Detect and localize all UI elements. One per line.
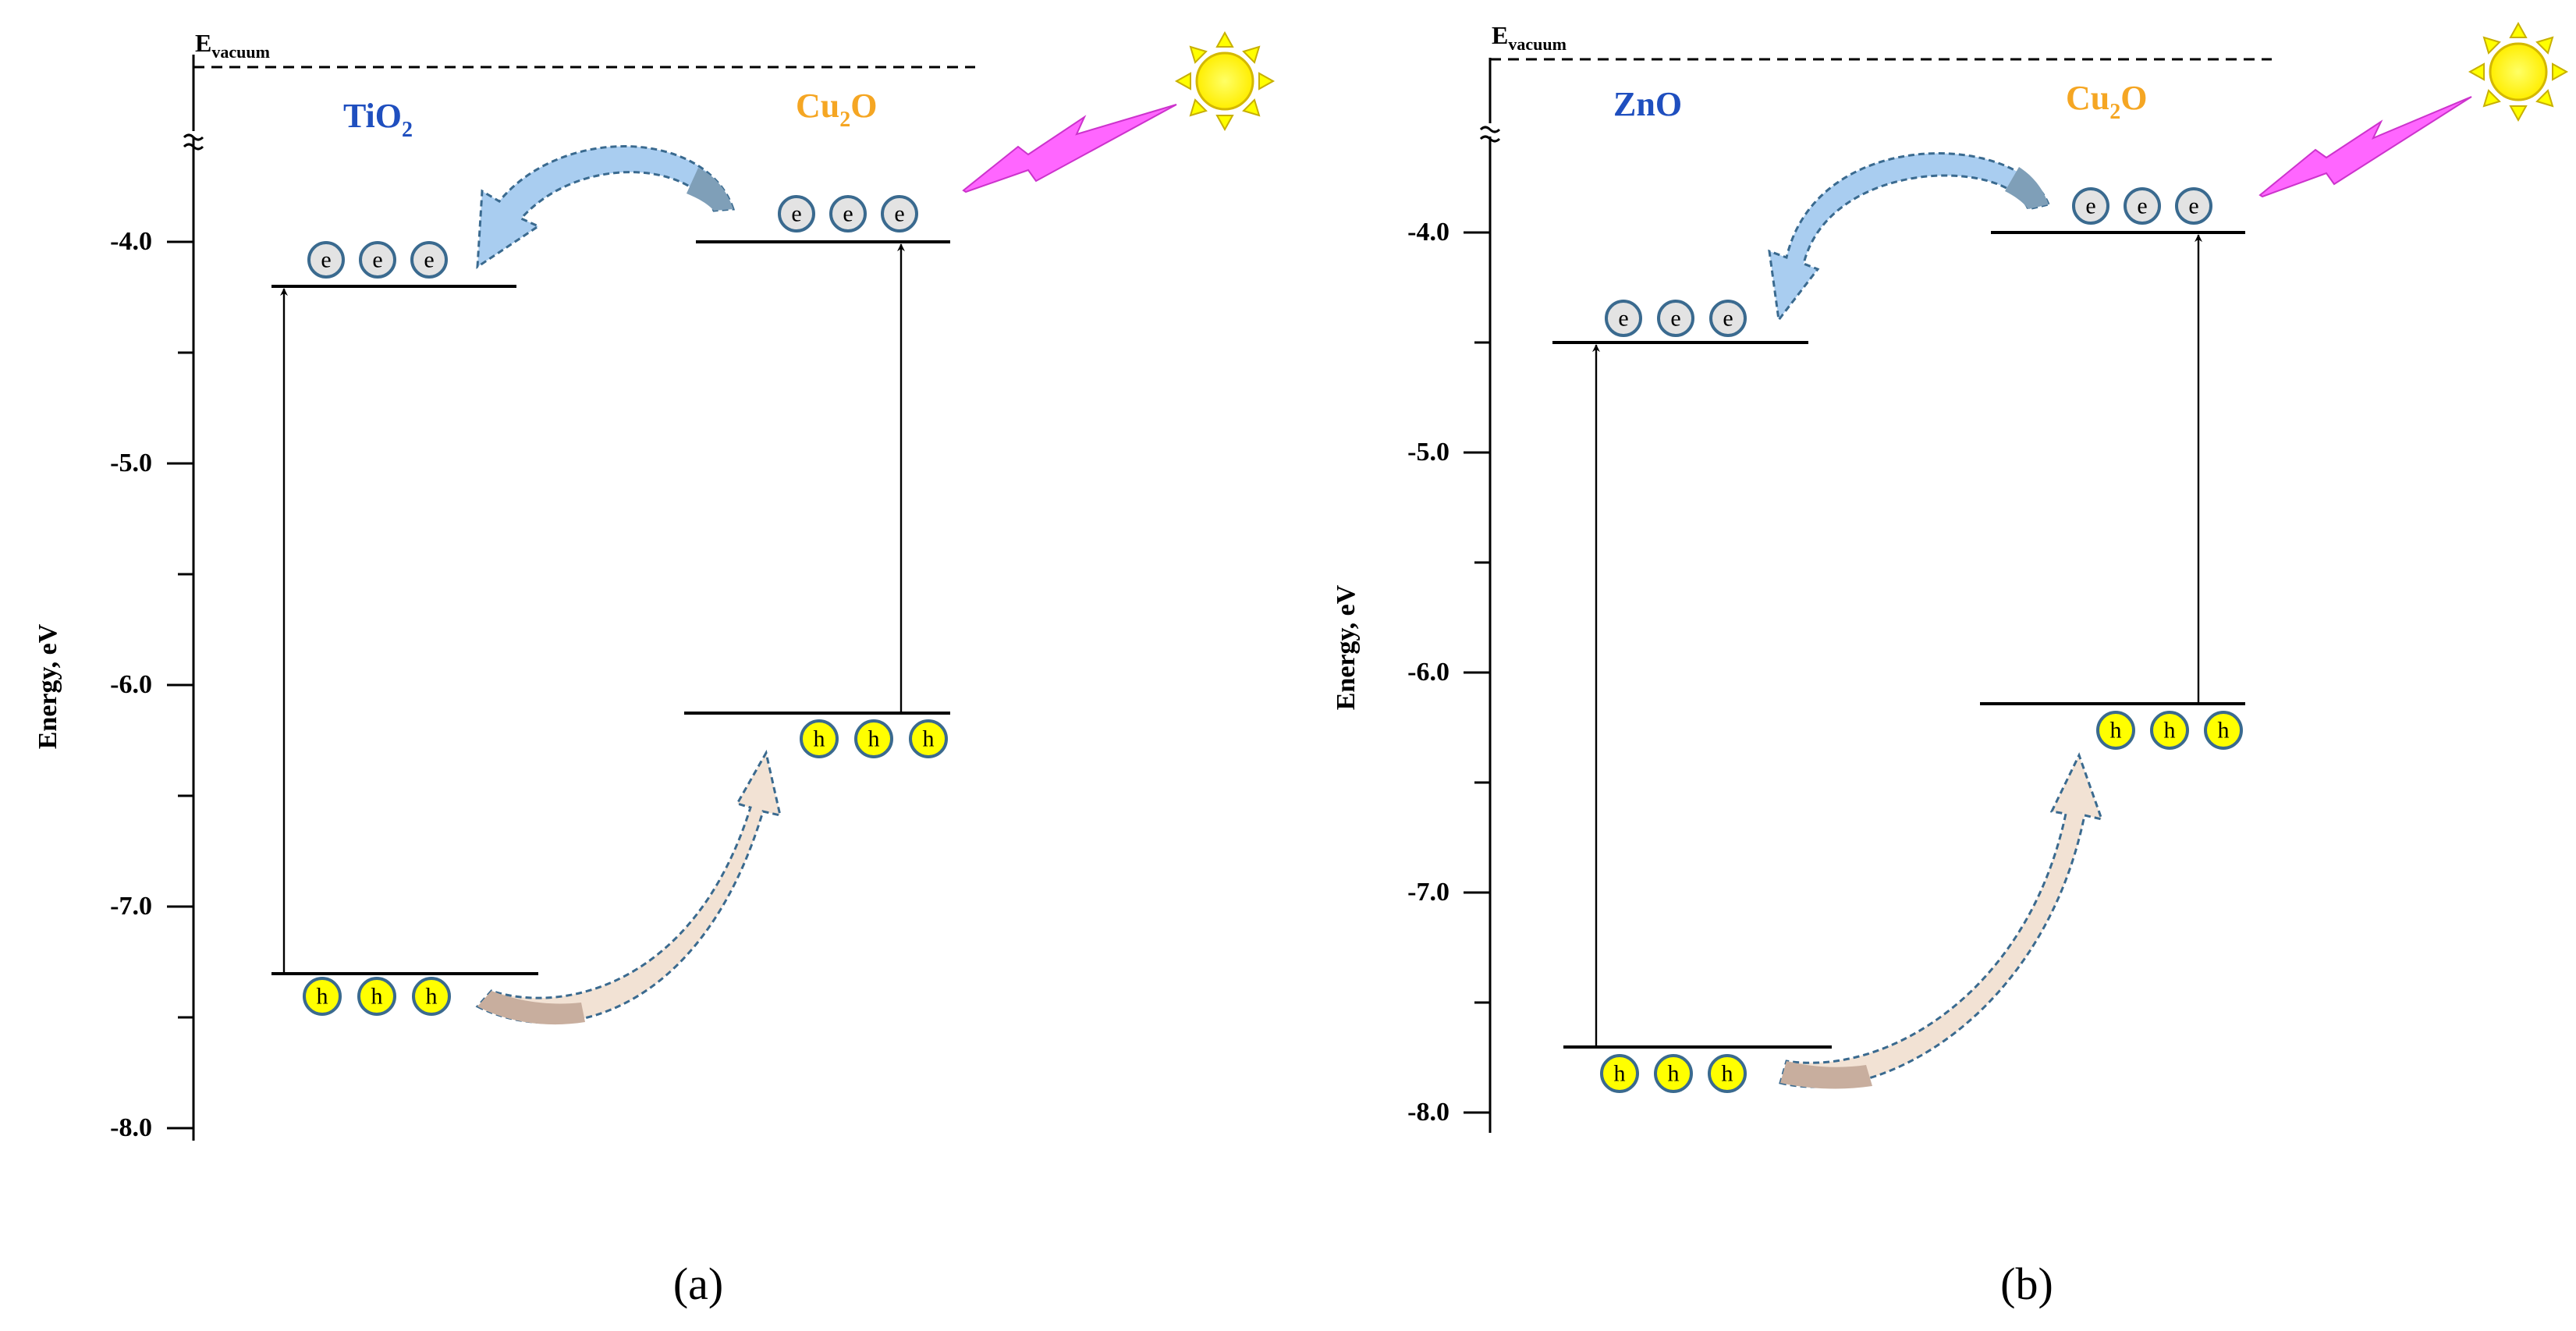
hole-transfer-arrow [475,749,782,1025]
tick-label: -6.0 [1407,658,1449,687]
electron: e [829,195,867,232]
svg-text:e: e [1618,306,1628,332]
tio2-label: TiO2 [343,97,413,142]
tick-label: -5.0 [1407,438,1449,467]
tick-label: -8.0 [1407,1098,1449,1127]
electron: e [2175,187,2212,225]
tick-label: -7.0 [1407,878,1449,907]
vacuum-label: Evacuum [1492,21,1567,54]
hole: h [800,719,839,758]
electron: e [359,241,396,279]
cu2o-label: Cu2O [2066,79,2147,124]
axis-break-mark [1479,126,1501,143]
tick-label: -4.0 [110,227,152,256]
panel-label-a: (a) [673,1258,723,1309]
hole: h [2150,711,2189,750]
svg-text:h: h [1668,1061,1680,1087]
svg-text:e: e [424,247,434,273]
electron: e [1709,300,1747,337]
svg-text:h: h [426,984,438,1010]
panel-b: -4.0 -5.0 -6.0 -7.0 -8.0 Energy, eV Evac… [1332,21,2569,1309]
hole: h [2096,711,2135,750]
axis-title: Energy, eV [34,623,62,749]
panel-label-b: (b) [2000,1258,2053,1309]
electron-transfer-arrow [1768,152,2051,323]
svg-text:h: h [1614,1061,1626,1087]
svg-text:e: e [2085,193,2095,219]
svg-text:e: e [1723,306,1733,332]
hole: h [1654,1054,1693,1093]
svg-text:e: e [2188,193,2198,219]
svg-text:e: e [791,201,801,227]
zno-label: ZnO [1613,85,1682,123]
electron: e [410,241,448,279]
hole: h [1708,1054,1747,1093]
electron: e [2072,187,2109,225]
hole: h [1600,1054,1639,1093]
tick-label: -6.0 [110,670,152,699]
electron: e [1605,300,1642,337]
hole: h [303,977,342,1016]
hole: h [357,977,396,1016]
hole: h [854,719,893,758]
svg-text:e: e [321,247,331,273]
cu2o-label: Cu2O [796,87,877,132]
svg-text:e: e [843,201,853,227]
panel-a: -4.0 -5.0 -6.0 -7.0 -8.0 Energy, eV Evac… [34,29,1276,1309]
hole-transfer-arrow [1779,752,2104,1089]
electron: e [778,195,815,232]
svg-text:h: h [1722,1061,1733,1087]
vacuum-label: Evacuum [195,29,270,62]
axis-title: Energy, eV [1332,584,1361,710]
svg-text:h: h [923,726,935,752]
sun-icon [2468,21,2569,122]
tick-label: -4.0 [1407,218,1449,247]
tick-label: -8.0 [110,1113,152,1142]
sun-icon [1174,30,1276,132]
hole: h [2204,711,2243,750]
electron-transfer-arrow [476,145,736,269]
svg-text:h: h [868,726,880,752]
svg-text:e: e [894,201,904,227]
lightning-icon [2258,96,2472,198]
svg-text:e: e [2137,193,2147,219]
svg-text:e: e [372,247,382,273]
hole: h [412,977,451,1016]
tick-label: -7.0 [110,892,152,921]
tick-label: -5.0 [110,449,152,477]
svg-text:h: h [317,984,328,1010]
svg-text:h: h [814,726,825,752]
axis-break-mark [183,133,204,151]
electron: e [307,241,345,279]
lightning-icon [962,104,1177,193]
electron: e [2124,187,2161,225]
svg-text:h: h [2218,718,2230,744]
svg-text:e: e [1670,306,1680,332]
svg-text:h: h [2110,718,2122,744]
svg-text:h: h [371,984,383,1010]
electron: e [881,195,918,232]
svg-text:h: h [2164,718,2176,744]
electron: e [1657,300,1694,337]
hole: h [909,719,948,758]
